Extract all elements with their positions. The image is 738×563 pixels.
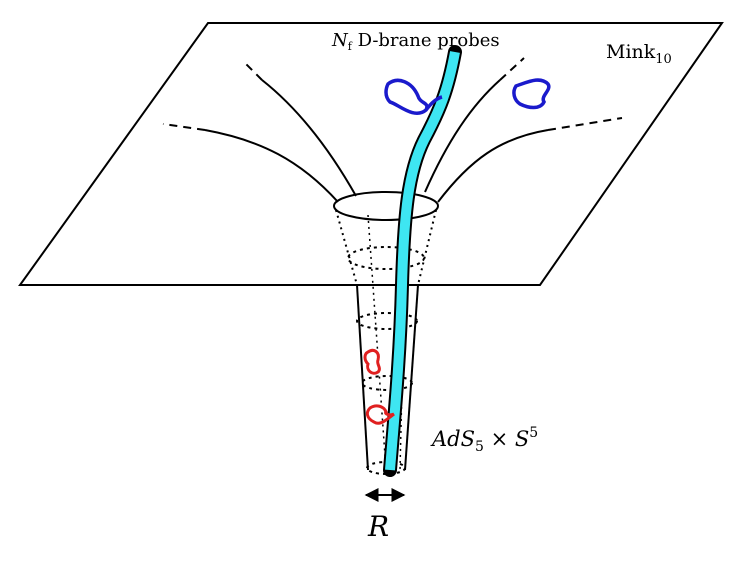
probe-d-branes bbox=[385, 51, 460, 471]
probes-label: Nf D-brane probes bbox=[331, 30, 500, 53]
open-string-attached bbox=[424, 95, 443, 112]
closed-string-throat-upper bbox=[363, 348, 381, 375]
minkowski-plane bbox=[18, 22, 724, 286]
closed-string-bulk-right bbox=[512, 78, 551, 110]
radius-label: R bbox=[367, 510, 389, 543]
ads-label: AdS5 × S5 bbox=[430, 425, 538, 455]
throat-cross-sections bbox=[347, 246, 425, 475]
closed-string-bulk-left bbox=[384, 78, 429, 115]
throat-flare-dashes bbox=[162, 57, 623, 131]
minkowski-label: Mink10 bbox=[606, 41, 672, 67]
closed-string-throat-lower bbox=[365, 404, 395, 425]
throat-mouth bbox=[333, 191, 439, 221]
throat-flare-lines bbox=[204, 79, 549, 203]
throat-walls bbox=[335, 209, 437, 471]
